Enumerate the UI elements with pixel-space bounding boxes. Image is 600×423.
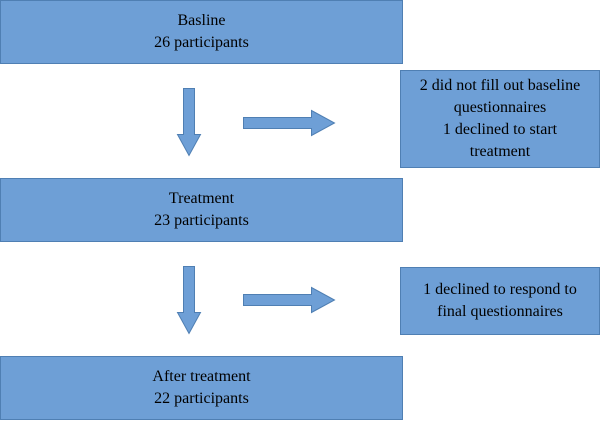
after-treatment-count: 22 participants xyxy=(154,390,249,407)
after-treatment-title: After treatment xyxy=(152,368,251,385)
exclusion-box-baseline: 2 did not fill out baseline questionnair… xyxy=(400,70,600,168)
baseline-box: Basline 26 participants xyxy=(0,0,403,64)
baseline-title: Basline xyxy=(177,12,226,29)
right-arrow-2 xyxy=(243,286,336,314)
treatment-title: Treatment xyxy=(168,190,235,207)
down-arrow-1 xyxy=(176,88,202,157)
baseline-count: 26 participants xyxy=(154,34,249,51)
treatment-box: Treatment 23 participants xyxy=(0,178,403,242)
exclusion-baseline-line-3: 1 declined to start xyxy=(442,121,558,138)
exclusion-treatment-line-2: final questionnaires xyxy=(437,303,563,320)
after-treatment-box: After treatment 22 participants xyxy=(0,356,403,420)
exclusion-baseline-line-1: 2 did not fill out baseline xyxy=(419,77,581,94)
right-arrow-1 xyxy=(243,109,336,137)
treatment-count: 23 participants xyxy=(154,212,249,229)
exclusion-treatment-line-1: 1 declined to respond to xyxy=(423,281,577,298)
exclusion-baseline-line-4: treatment xyxy=(469,143,531,160)
exclusion-baseline-line-2: questionnaires xyxy=(453,99,547,116)
down-arrow-2 xyxy=(176,266,202,335)
exclusion-box-treatment: 1 declined to respond to final questionn… xyxy=(400,267,600,335)
